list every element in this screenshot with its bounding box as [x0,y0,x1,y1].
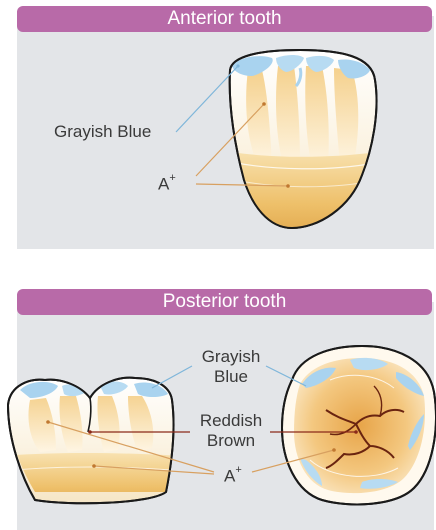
posterior-tooth-occlusal [282,346,436,504]
grayish-blue-leader [176,66,238,132]
label-grayish-blue-posterior: Grayish Blue [180,347,282,387]
posterior-tooth-side [0,378,180,510]
label-a-plus-posterior: A+ [224,462,242,487]
label-grayish-blue: Grayish Blue [54,122,151,142]
anterior-tooth [220,50,390,240]
label-a-plus: A+ [158,170,176,195]
label-reddish-brown: Reddish Brown [180,411,282,451]
